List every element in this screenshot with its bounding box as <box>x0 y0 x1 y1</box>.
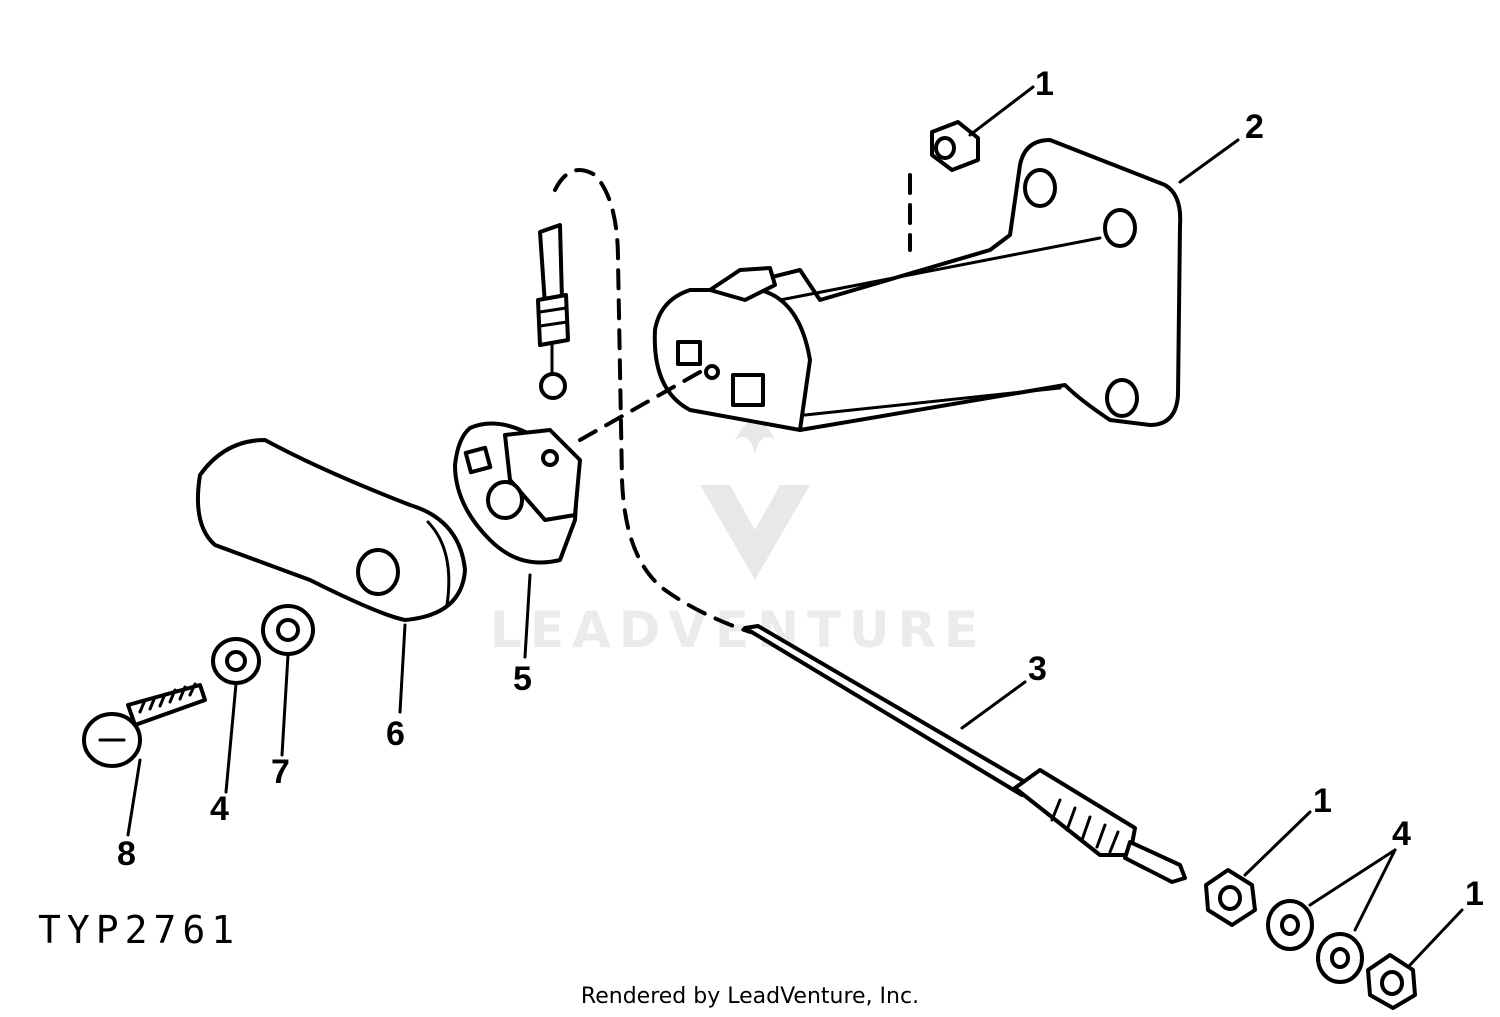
nut-bottom <box>1366 953 1417 1010</box>
callout-3: 3 <box>1028 650 1047 688</box>
callout-1-bottom: 1 <box>1465 875 1484 913</box>
callout-1-mid: 1 <box>1313 782 1332 820</box>
bolt <box>82 682 207 768</box>
callout-7: 7 <box>271 753 290 791</box>
callout-6: 6 <box>386 715 405 753</box>
spring-clip <box>536 223 570 400</box>
cam-plate <box>453 421 582 565</box>
linkage-rod <box>743 624 1187 884</box>
watermark-text: LEADVENTURE <box>490 601 986 659</box>
washer-4-right-a <box>1266 899 1314 951</box>
footer-credit: Rendered by LeadVenture, Inc. <box>580 984 920 1009</box>
nut-top <box>930 120 980 172</box>
bracket-housing <box>652 138 1183 432</box>
washer-7 <box>261 604 315 656</box>
callout-5: 5 <box>513 660 532 698</box>
callout-1-top: 1 <box>1035 65 1054 103</box>
lever-arm <box>195 438 467 622</box>
nut-mid <box>1204 868 1257 927</box>
washer-4-right-b <box>1316 932 1364 984</box>
callout-4-left: 4 <box>210 790 229 828</box>
diagram-code: TYP2761 <box>38 908 241 952</box>
washer-4-left <box>211 637 261 685</box>
callout-2: 2 <box>1245 108 1264 146</box>
leadventure-watermark-logo: LEADVENTURE <box>490 420 986 659</box>
callout-4-right: 4 <box>1392 815 1411 853</box>
callout-8: 8 <box>117 835 136 873</box>
